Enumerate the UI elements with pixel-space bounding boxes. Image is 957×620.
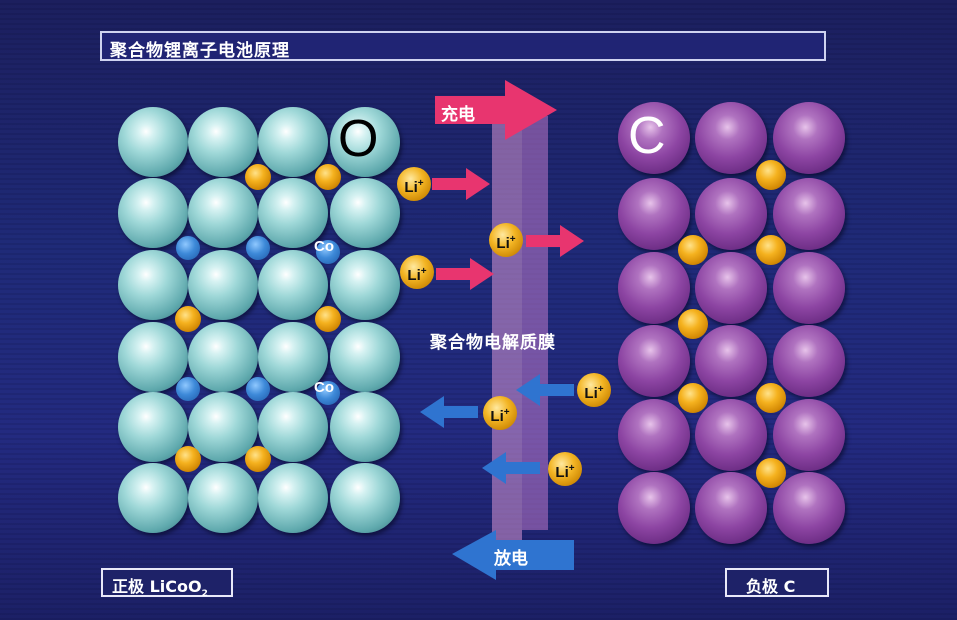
- carbon-atom: [773, 102, 845, 174]
- carbon-atom: [695, 178, 767, 250]
- title-box: 聚合物锂离子电池原理: [100, 31, 826, 61]
- diagram-title: 聚合物锂离子电池原理: [110, 41, 290, 61]
- discharge-flow-arrow: [516, 374, 574, 406]
- carbon-atom: [618, 399, 690, 471]
- carbon-atom: [695, 252, 767, 324]
- charge-arrow: [435, 80, 557, 140]
- cobalt-atom: [176, 236, 200, 260]
- charge-flow-arrow: [526, 225, 584, 257]
- carbon-atom: [773, 472, 845, 544]
- cobalt-atom: [316, 240, 340, 264]
- carbon-atom: [695, 102, 767, 174]
- lithium-ion: Li+: [483, 396, 517, 430]
- lithium-ion: Li+: [489, 223, 523, 257]
- oxygen-atom: [258, 250, 328, 320]
- lithium-atom: [245, 164, 271, 190]
- lithium-atom: [678, 309, 708, 339]
- oxygen-atom: [118, 322, 188, 392]
- carbon-atom: [773, 399, 845, 471]
- oxygen-atom: [330, 322, 400, 392]
- oxygen-atom: [118, 107, 188, 177]
- cathode-label: 正极 LiCoO: [112, 577, 202, 596]
- carbon-letter: C: [628, 107, 666, 165]
- oxygen-atom: [118, 392, 188, 462]
- carbon-atom: [618, 178, 690, 250]
- lithium-atom: [678, 383, 708, 413]
- oxygen-atom: [188, 463, 258, 533]
- cobalt-atom: [316, 381, 340, 405]
- discharge-label: 放电: [494, 549, 528, 569]
- lithium-atom: [175, 306, 201, 332]
- discharge-arrow: [452, 530, 574, 580]
- oxygen-atom: [258, 107, 328, 177]
- anode-label-box: 负极 C: [725, 568, 829, 597]
- lithium-atom: [315, 164, 341, 190]
- oxygen-atom: [188, 107, 258, 177]
- oxygen-atom: [330, 178, 400, 248]
- cobalt-label: Co: [314, 238, 334, 255]
- lithium-atom: [756, 235, 786, 265]
- cathode-label-box: 正极 LiCoO2: [101, 568, 233, 600]
- cobalt-atom: [246, 236, 270, 260]
- carbon-atom: [773, 252, 845, 324]
- oxygen-atom: [330, 392, 400, 462]
- lithium-atom: [175, 446, 201, 472]
- lithium-atom: [245, 446, 271, 472]
- oxygen-atom: [188, 250, 258, 320]
- carbon-atom: [695, 472, 767, 544]
- carbon-atom: [773, 178, 845, 250]
- lithium-atom: [315, 306, 341, 332]
- electrolyte-label: 聚合物电解质膜: [430, 333, 556, 353]
- lithium-atom: [756, 160, 786, 190]
- oxygen-atom: [258, 392, 328, 462]
- lithium-ion: Li+: [400, 255, 434, 289]
- oxygen-atom: [188, 178, 258, 248]
- discharge-flow-arrow: [482, 452, 540, 484]
- cobalt-atom: [246, 377, 270, 401]
- oxygen-atom: [258, 463, 328, 533]
- oxygen-atom: [118, 178, 188, 248]
- anode-label: 负极 C: [746, 577, 796, 596]
- oxygen-atom: [188, 322, 258, 392]
- lithium-atom: [678, 235, 708, 265]
- carbon-atom: [618, 325, 690, 397]
- lithium-ion: Li+: [397, 167, 431, 201]
- oxygen-letter: O: [338, 110, 379, 168]
- oxygen-atom: [118, 250, 188, 320]
- carbon-atom: [773, 325, 845, 397]
- discharge-flow-arrow: [420, 396, 478, 428]
- lithium-ion: Li+: [548, 452, 582, 486]
- oxygen-atom: [330, 250, 400, 320]
- oxygen-atom: [188, 392, 258, 462]
- charge-flow-arrow: [432, 168, 490, 200]
- carbon-atom: [695, 399, 767, 471]
- lithium-ion: Li+: [577, 373, 611, 407]
- membrane-side: [522, 116, 548, 530]
- carbon-atom: [618, 472, 690, 544]
- oxygen-atom: [258, 178, 328, 248]
- carbon-atom: [618, 102, 690, 174]
- oxygen-atom: [330, 463, 400, 533]
- charge-label: 充电: [441, 105, 475, 125]
- oxygen-atom: [118, 463, 188, 533]
- cobalt-atom: [176, 377, 200, 401]
- oxygen-atom: [258, 322, 328, 392]
- carbon-atom: [695, 325, 767, 397]
- charge-flow-arrow: [436, 258, 494, 290]
- lithium-atom: [756, 458, 786, 488]
- lithium-atom: [756, 383, 786, 413]
- cobalt-label: Co: [314, 379, 334, 396]
- carbon-atom: [618, 252, 690, 324]
- cathode-label-subscript: 2: [201, 589, 208, 600]
- oxygen-atom: [330, 107, 400, 177]
